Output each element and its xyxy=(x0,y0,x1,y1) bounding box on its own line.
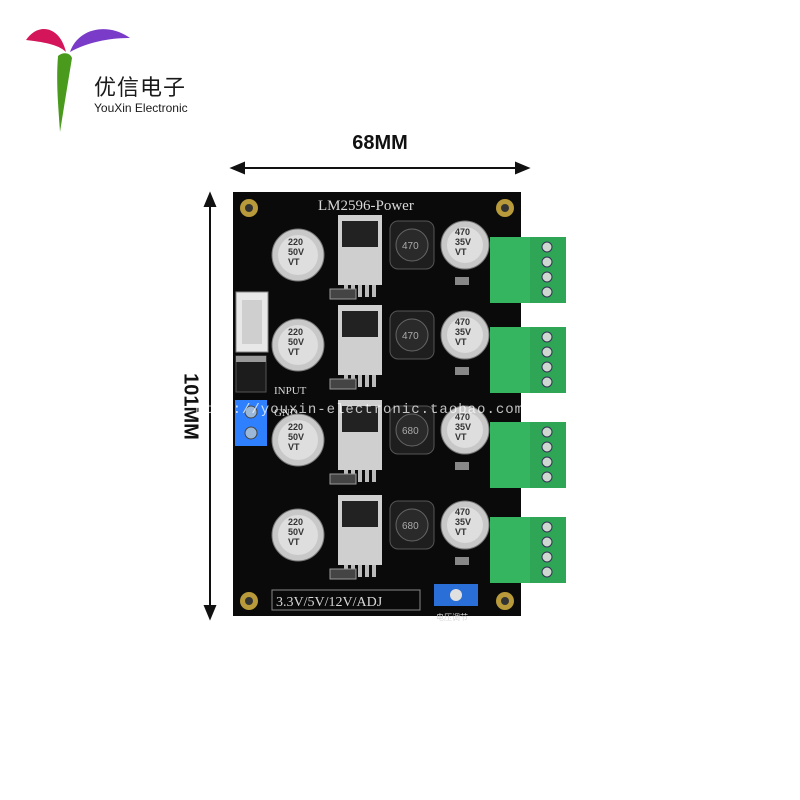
output-terminal[interactable] xyxy=(490,517,566,583)
mounting-holes xyxy=(240,199,514,610)
input-capacitor-label: 220 xyxy=(288,327,303,337)
lm2596-chip xyxy=(342,221,378,247)
output-terminal[interactable] xyxy=(490,422,566,488)
output-capacitor-label: 35V xyxy=(455,237,471,247)
brand-name-cn: 优信电子 xyxy=(94,76,187,101)
input-capacitor-label: 50V xyxy=(288,247,304,257)
input-capacitor-label: 50V xyxy=(288,527,304,537)
input-capacitor-label: 220 xyxy=(288,517,303,527)
inductor-label: 680 xyxy=(402,521,419,532)
input-capacitor-label: VT xyxy=(288,442,300,452)
lm2596-chip xyxy=(342,406,378,432)
output-voltage-label: 3.3V/5V/12V/ADJ xyxy=(276,595,383,610)
height-dimension-arrow xyxy=(203,191,217,621)
output-capacitor-label: 470 xyxy=(455,317,470,327)
output-capacitor-label: 470 xyxy=(455,412,470,422)
watermark: http://youxin-electronic.taobao.com xyxy=(195,402,525,418)
adjust-label: 电压调节 xyxy=(436,612,468,622)
output-capacitor-label: VT xyxy=(455,247,467,257)
output-capacitor-label: 35V xyxy=(455,422,471,432)
input-capacitor-label: VT xyxy=(288,257,300,267)
inductor-label: 680 xyxy=(402,426,419,437)
input-capacitor-label: 220 xyxy=(288,237,303,247)
brand-name-en: YouXin Electronic xyxy=(94,101,188,115)
inductor-label: 470 xyxy=(402,241,419,252)
inductor: 680 xyxy=(389,500,435,550)
output-capacitor-label: 470 xyxy=(455,507,470,517)
brand-logo-icon xyxy=(26,28,130,132)
board-title: LM2596-Power xyxy=(318,198,414,214)
output-capacitor-label: VT xyxy=(455,337,467,347)
lm2596-chip xyxy=(342,501,378,527)
inductor: 680 xyxy=(389,405,435,455)
input-capacitor-label: 50V xyxy=(288,432,304,442)
output-terminal[interactable] xyxy=(490,237,566,303)
output-capacitor-label: 470 xyxy=(455,227,470,237)
width-dimension-arrow xyxy=(229,161,531,175)
output-capacitor-label: 35V xyxy=(455,327,471,337)
output-capacitor-label: VT xyxy=(455,432,467,442)
inductor-label: 470 xyxy=(402,331,419,342)
lm2596-chip xyxy=(342,311,378,337)
output-capacitor-label: 35V xyxy=(455,517,471,527)
inductor: 470 xyxy=(389,220,435,270)
input-capacitor-label: VT xyxy=(288,347,300,357)
output-capacitor-label: VT xyxy=(455,527,467,537)
inductor: 470 xyxy=(389,310,435,360)
input-label: INPUT xyxy=(274,385,307,397)
input-capacitor-label: 50V xyxy=(288,337,304,347)
input-capacitor-label: 220 xyxy=(288,422,303,432)
width-dimension-label: 68MM xyxy=(352,132,408,154)
input-capacitor-label: VT xyxy=(288,537,300,547)
output-terminal[interactable] xyxy=(490,327,566,393)
